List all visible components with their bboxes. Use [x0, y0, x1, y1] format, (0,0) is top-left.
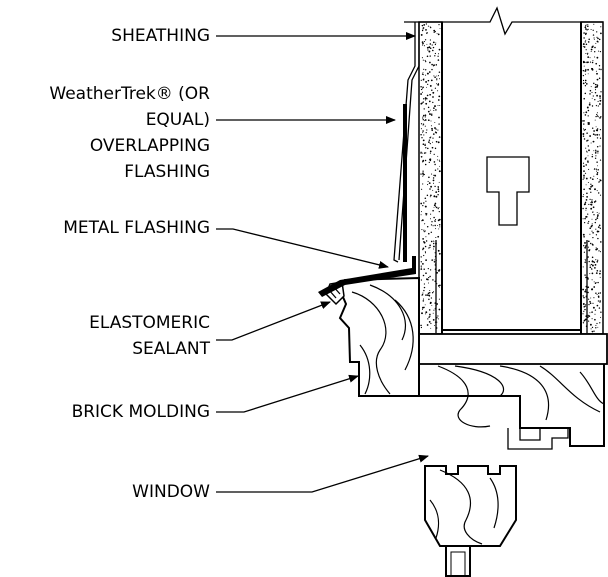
- label-sealant-line1: ELASTOMERIC: [89, 313, 210, 333]
- stop-trim: [507, 428, 569, 450]
- head-grain-1: [437, 365, 491, 428]
- label-weathertrek-line4: FLASHING: [124, 162, 210, 182]
- leader-sealant: [216, 301, 331, 341]
- head-jamb-outline: [418, 364, 605, 447]
- head-grain-2: [454, 365, 505, 397]
- label-weathertrek-line2: EQUAL): [146, 110, 210, 130]
- leader-window: [216, 454, 429, 493]
- window-sash: [424, 465, 517, 577]
- leader-brick-molding: [216, 374, 359, 413]
- label-metal-flashing: METAL FLASHING: [63, 218, 210, 238]
- label-weathertrek-line1: WeatherTrek® (OR: [49, 84, 210, 104]
- label-sealant-line2: SEALANT: [132, 339, 210, 359]
- stop-trim-step: [519, 428, 541, 441]
- glazing-unit: [445, 545, 471, 577]
- bottom-plate: [418, 333, 608, 365]
- break-line: [404, 6, 603, 36]
- electrical-box: [486, 156, 530, 226]
- weather-barrier: [393, 22, 420, 263]
- label-sheathing: SHEATHING: [111, 26, 210, 46]
- head-grain-5: [579, 371, 605, 405]
- brick-molding-profile: [338, 276, 420, 397]
- metal-flashing: [318, 256, 416, 297]
- wall-framing: [404, 6, 608, 365]
- molding-grain-3: [359, 344, 371, 395]
- sheathing-stipple: [420, 23, 602, 333]
- glazing-inner: [450, 551, 466, 577]
- head-grain-3: [499, 365, 550, 421]
- metal-flashing-profile: [318, 256, 416, 297]
- label-window: WINDOW: [132, 482, 210, 502]
- molding-grain-1: [351, 291, 391, 395]
- wrb-line: [393, 22, 416, 263]
- label-brick-molding: BRICK MOLDING: [72, 402, 210, 422]
- leader-metal-flashing: [216, 228, 389, 269]
- leader-lines: [216, 32, 429, 493]
- head-grain-4: [539, 365, 601, 413]
- sash-grain-1: [439, 469, 483, 545]
- brick-molding-outline: [338, 276, 420, 397]
- sash-grain-3: [429, 499, 440, 539]
- molding-grain-4: [394, 299, 414, 371]
- window-head: [418, 364, 605, 450]
- labels: SHEATHING WeatherTrek® (OR EQUAL) OVERLA…: [49, 26, 210, 502]
- sash-grain-2: [489, 477, 499, 529]
- molding-grain-2: [369, 284, 406, 341]
- label-weathertrek-line3: OVERLAPPING: [90, 136, 210, 156]
- wrb-line-inner: [398, 22, 420, 261]
- sheathing-panel: [418, 21, 443, 335]
